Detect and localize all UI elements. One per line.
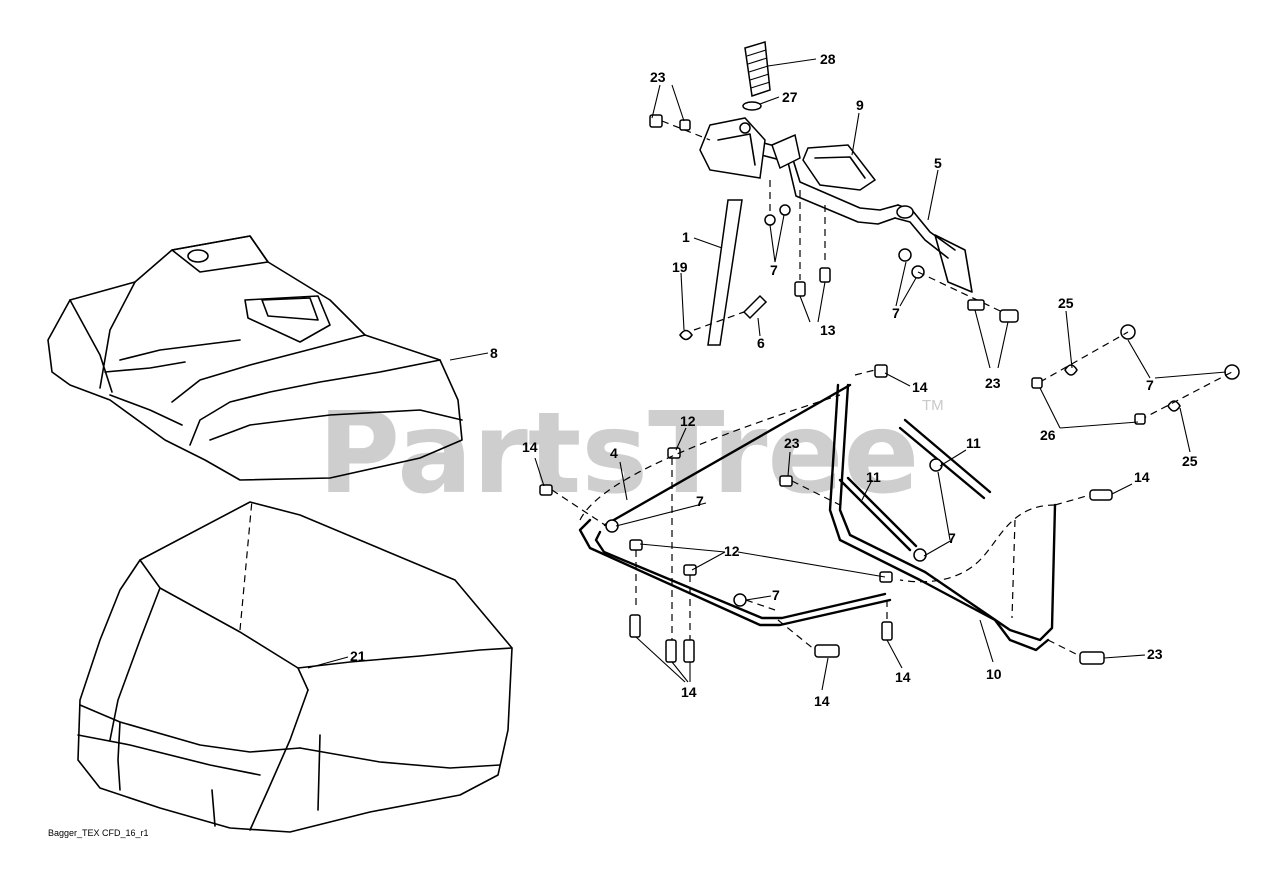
part-4-frame[interactable] (578, 383, 997, 627)
watermark-trademark: TM (922, 397, 944, 414)
callout-7: 7 (770, 262, 778, 278)
callout-7: 7 (696, 493, 704, 509)
callout-10: 10 (986, 666, 1002, 682)
part-8-bag-lid[interactable] (47, 235, 463, 481)
part-28-grip[interactable] (744, 41, 771, 97)
callout-7: 7 (892, 305, 900, 321)
callout-14: 14 (1134, 469, 1150, 485)
callout-11: 11 (966, 435, 981, 451)
part-1-tube[interactable] (707, 199, 743, 346)
part-11-brace-a[interactable] (838, 476, 918, 552)
diagram-filename: Bagger_TEX CFD_16_r1 (48, 828, 149, 838)
callout-7: 7 (1146, 377, 1154, 393)
callout-23: 23 (1147, 646, 1163, 662)
callout-14: 14 (814, 693, 830, 709)
leader-lines (307, 58, 1227, 691)
part-10-frame[interactable] (899, 503, 1057, 652)
callout-1: 1 (682, 229, 690, 245)
callout-13: 13 (820, 322, 836, 338)
callout-28: 28 (820, 51, 836, 67)
callout-9: 9 (856, 97, 864, 113)
callout-14: 14 (522, 439, 538, 455)
callout-4: 4 (610, 445, 618, 461)
callout-25: 25 (1058, 295, 1074, 311)
fasteners-7-23-right[interactable] (898, 248, 1019, 323)
callout-21: 21 (350, 648, 366, 664)
callout-6: 6 (757, 335, 765, 351)
callout-27: 27 (782, 89, 798, 105)
part-21-grass-bag[interactable] (77, 501, 513, 833)
callout-23: 23 (784, 435, 800, 451)
callout-12: 12 (724, 543, 740, 559)
frame-fasteners[interactable] (539, 364, 1113, 665)
clips-25-26[interactable] (1031, 324, 1240, 425)
part-27-ring[interactable] (742, 101, 762, 111)
callout-26: 26 (1040, 427, 1056, 443)
part-19-clip[interactable] (679, 329, 693, 341)
callout-labels: 28 23 27 9 5 1 19 7 13 6 7 23 25 8 7 14 … (350, 51, 1198, 709)
callout-11: 11 (866, 469, 881, 485)
callout-14: 14 (912, 379, 928, 395)
callout-25: 25 (1182, 453, 1198, 469)
callout-14: 14 (895, 669, 911, 685)
fasteners-23-top[interactable] (649, 114, 711, 141)
callout-5: 5 (934, 155, 942, 171)
callout-23: 23 (650, 69, 666, 85)
callout-19: 19 (672, 259, 688, 275)
part-9-bracket[interactable] (699, 117, 877, 191)
callout-7: 7 (948, 530, 956, 546)
part-6-pin[interactable] (742, 294, 768, 320)
callout-23: 23 (985, 375, 1001, 391)
bag-alignment-line (239, 499, 253, 631)
callout-12: 12 (680, 413, 696, 429)
callout-7: 7 (772, 587, 780, 603)
callout-8: 8 (490, 345, 498, 361)
callout-14: 14 (681, 684, 697, 700)
